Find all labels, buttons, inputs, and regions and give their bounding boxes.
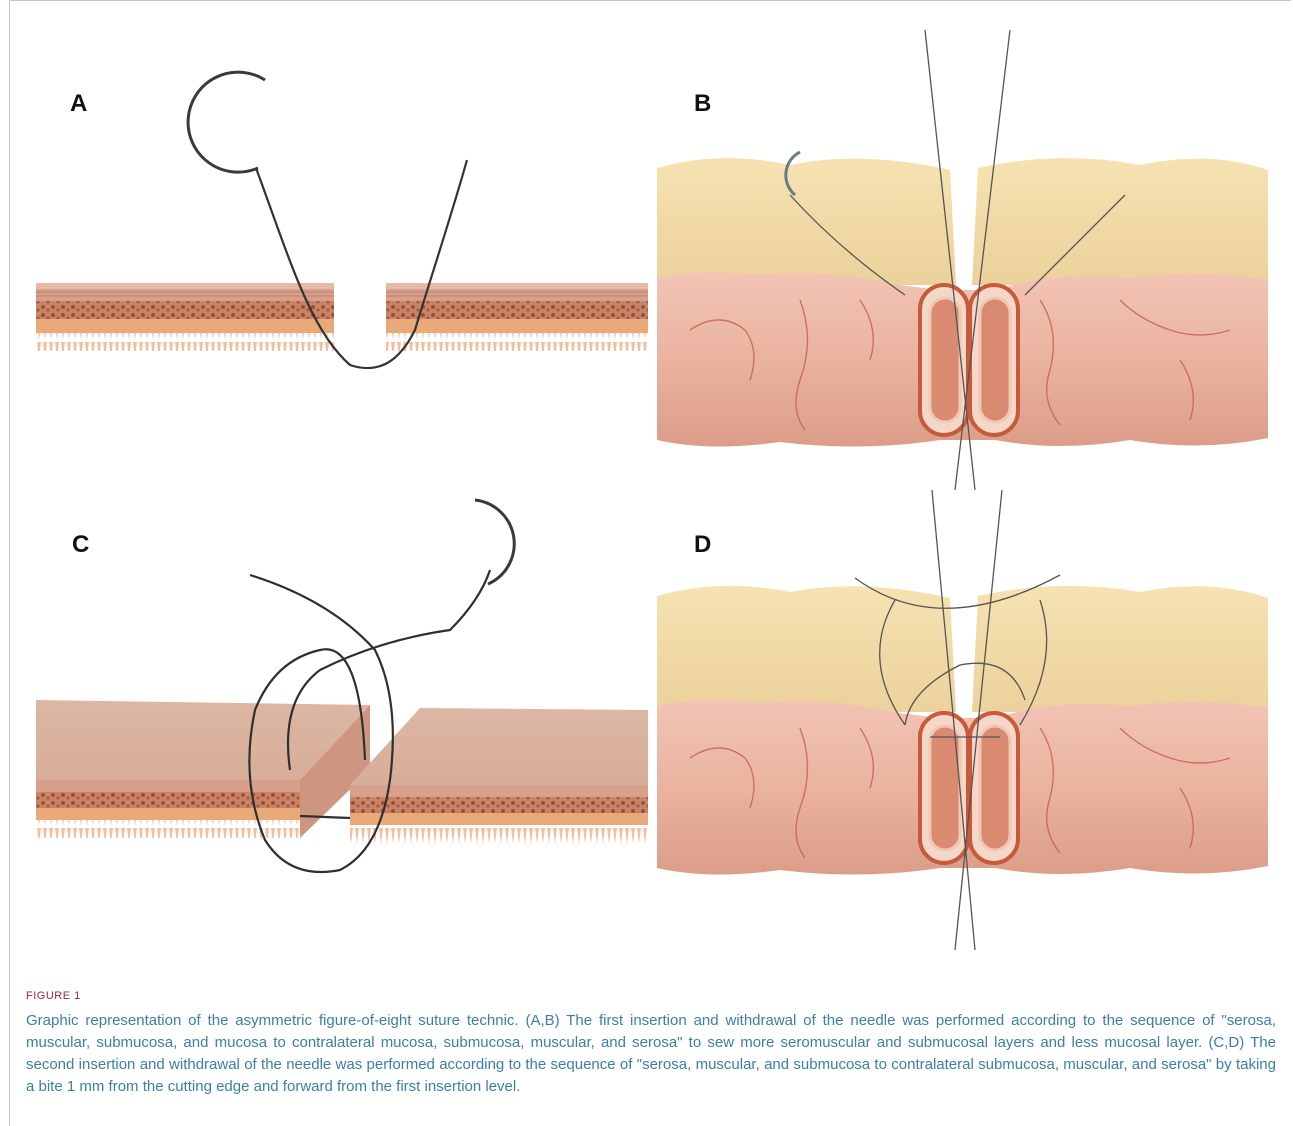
panel-label-c: C bbox=[72, 533, 89, 557]
panel-label-a: A bbox=[70, 92, 87, 116]
panel-a-illustration bbox=[36, 72, 648, 368]
panel-c-needle bbox=[475, 500, 514, 584]
panel-b-lumen bbox=[920, 285, 1018, 435]
panel-a-needle bbox=[188, 72, 265, 172]
panel-label-b: B bbox=[694, 92, 711, 116]
panel-d-illustration bbox=[657, 490, 1268, 950]
panel-c-right-slab bbox=[350, 708, 648, 843]
panel-label-d: D bbox=[694, 533, 711, 557]
figure-caption-text: Graphic representation of the asymmetric… bbox=[26, 1010, 1276, 1098]
figure-illustration bbox=[0, 0, 1293, 980]
figure-label: FIGURE 1 bbox=[26, 990, 1276, 1002]
panel-b-fat bbox=[657, 158, 956, 285]
panel-c-illustration bbox=[36, 500, 648, 872]
panel-b-illustration bbox=[657, 30, 1268, 490]
figure-caption: FIGURE 1 Graphic representation of the a… bbox=[26, 990, 1276, 1098]
panel-a-left-strip bbox=[36, 283, 334, 351]
panel-d-lumen bbox=[920, 713, 1018, 863]
